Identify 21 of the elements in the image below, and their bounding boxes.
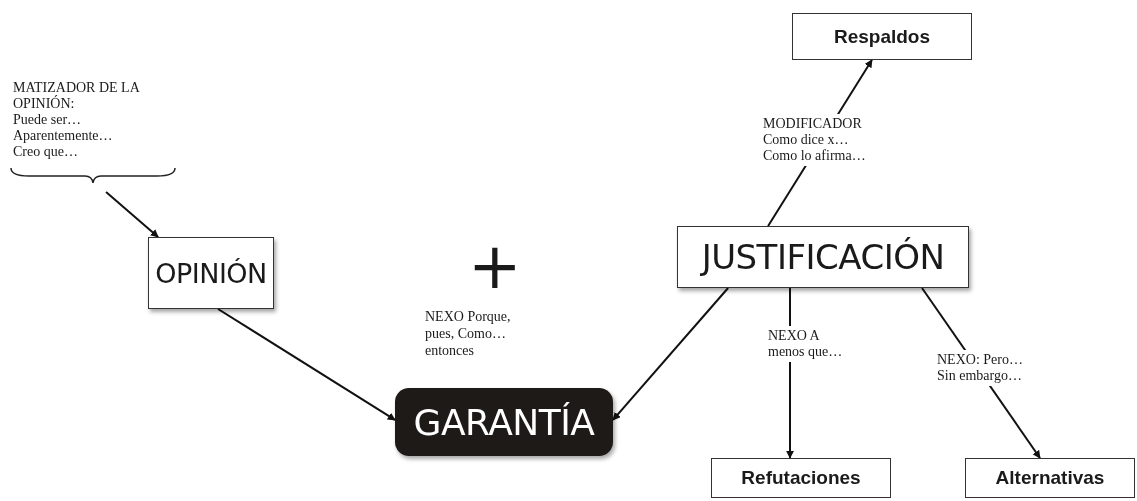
note-text: NEXO Porque, pues, Como… entonces (425, 308, 512, 359)
dark-rounded-box (395, 388, 613, 456)
plus-sign: + (468, 234, 522, 298)
concept-box (148, 237, 274, 309)
box-title: Refutaciones (741, 467, 861, 489)
box-title: Respaldos (833, 25, 931, 48)
arrow (105, 191, 160, 238)
concept-box (792, 13, 972, 60)
concept-box (965, 458, 1135, 498)
box-title: GARANTÍA (413, 401, 595, 443)
note-text: Puede ser… (13, 112, 83, 128)
concept-box (677, 226, 969, 288)
note-text: MATIZADOR DE LA OPINIÓN: (13, 80, 141, 112)
box-title: OPINIÓN (155, 257, 267, 289)
concept-box (711, 458, 891, 498)
arrow (612, 287, 730, 421)
box-title: JUSTIFICACIÓN (701, 237, 945, 277)
note-text: Creo que… (13, 144, 79, 160)
arrow (217, 308, 396, 421)
box-title: Alternativas (995, 467, 1105, 489)
note-text: Aparentemente… (13, 128, 114, 144)
